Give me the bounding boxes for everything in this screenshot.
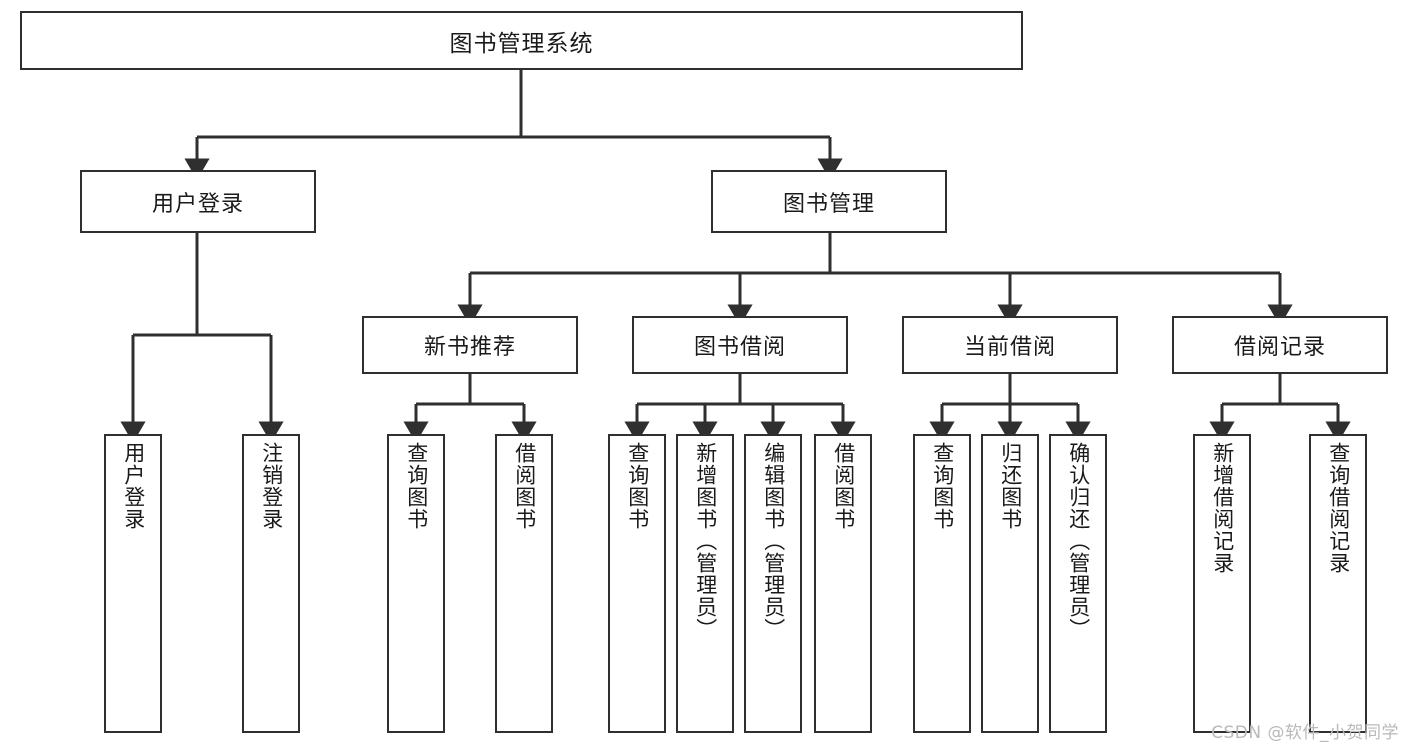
node-leaf-user-login[interactable]: 用户登录 [104,434,162,733]
node-borrow-record[interactable]: 借阅记录 [1172,316,1388,374]
leaf-label: 新增借阅记录 [1210,442,1235,574]
leaf-label: 归还图书 [998,442,1023,530]
node-leaf-add-record[interactable]: 新增借阅记录 [1193,434,1251,733]
node-leaf-query-record[interactable]: 查询借阅记录 [1309,434,1367,733]
leaf-label: 查询图书 [625,442,650,530]
leaf-label: 确认归还（管理员） [1066,442,1091,640]
leaf-label: 借阅图书 [831,442,856,530]
node-leaf-return-book[interactable]: 归还图书 [981,434,1039,733]
node-leaf-add-book[interactable]: 新增图书（管理员） [676,434,734,733]
node-leaf-borrow-book-1[interactable]: 借阅图书 [495,434,553,733]
leaf-label: 注销登录 [259,442,284,530]
node-leaf-query-book-2[interactable]: 查询图书 [608,434,666,733]
node-leaf-query-book-3[interactable]: 查询图书 [913,434,971,733]
node-leaf-logout[interactable]: 注销登录 [242,434,300,733]
leaf-label: 查询借阅记录 [1326,442,1351,574]
node-current-borrow[interactable]: 当前借阅 [902,316,1118,374]
leaf-label: 用户登录 [121,442,146,530]
node-root-system[interactable]: 图书管理系统 [20,11,1023,70]
node-leaf-borrow-book-2[interactable]: 借阅图书 [814,434,872,733]
node-user-login[interactable]: 用户登录 [80,170,316,233]
leaf-label: 编辑图书（管理员） [761,442,786,640]
node-leaf-confirm-return[interactable]: 确认归还（管理员） [1049,434,1107,733]
leaf-label: 借阅图书 [512,442,537,530]
leaf-label: 查询图书 [404,442,429,530]
node-new-book-recommend[interactable]: 新书推荐 [362,316,578,374]
node-book-management[interactable]: 图书管理 [711,170,947,233]
node-leaf-query-book-1[interactable]: 查询图书 [387,434,445,733]
leaf-label: 查询图书 [930,442,955,530]
leaf-label: 新增图书（管理员） [693,442,718,640]
node-book-borrow[interactable]: 图书借阅 [632,316,848,374]
node-leaf-edit-book[interactable]: 编辑图书（管理员） [744,434,802,733]
